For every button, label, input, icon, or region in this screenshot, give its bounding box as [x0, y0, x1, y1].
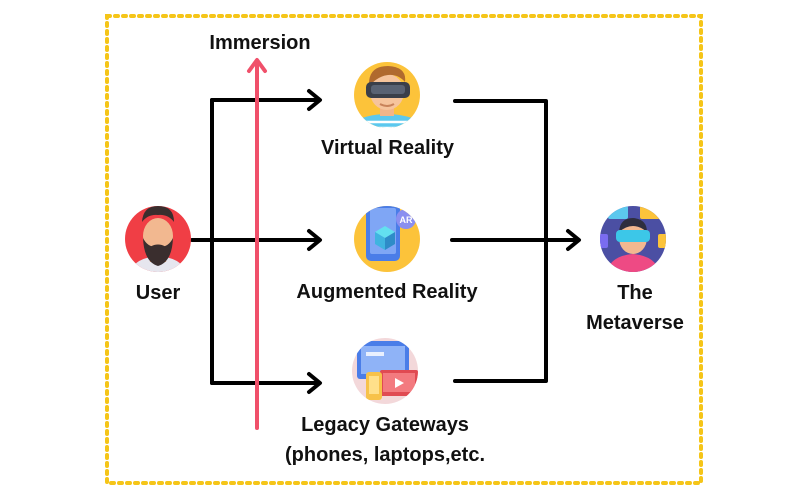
metaverse-label: The Metaverse — [560, 278, 710, 338]
virtual-reality-label: Virtual Reality — [320, 137, 455, 159]
vr-headset-person-icon — [354, 62, 420, 128]
branch-arrows — [210, 89, 322, 394]
immersion-label: Immersion — [209, 32, 311, 54]
bearded-man-avatar-icon — [125, 206, 191, 272]
metaverse-vr-person-icon — [600, 206, 666, 272]
immersion-arrow — [247, 58, 267, 430]
metaverse-line2: Metaverse — [586, 312, 684, 334]
augmented-reality-label: Augmented Reality — [296, 281, 478, 303]
computer-devices-icon — [352, 338, 418, 404]
user-branch-connector — [190, 98, 214, 385]
legacy-gateways-label: Legacy Gateways (phones, laptops,etc. — [240, 410, 530, 470]
legacy-gateways-line2: (phones, laptops,etc. — [284, 444, 486, 466]
metaverse-line1: The — [617, 282, 653, 304]
user-label: User — [135, 282, 181, 304]
merge-connector — [450, 99, 581, 383]
legacy-gateways-line1: Legacy Gateways — [301, 414, 469, 436]
ar-phone-cube-icon: AR — [354, 206, 420, 272]
svg-text:AR: AR — [400, 215, 413, 225]
dotted-frame — [105, 14, 703, 485]
